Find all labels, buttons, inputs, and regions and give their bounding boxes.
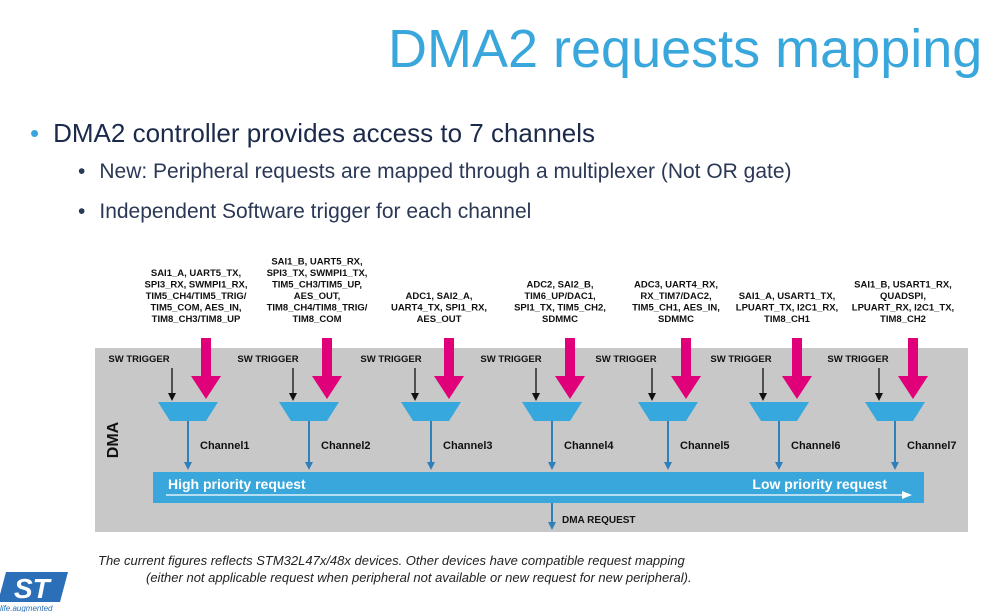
channel2-label: Channel2 [321, 440, 371, 452]
channel7-request-line: SAI1_B, USART1_RX, [854, 280, 952, 291]
channel5-request-line: TIM5_CH1, AES_IN, [632, 303, 720, 314]
st-logo-shape [0, 572, 68, 602]
channel7-request-arrow [898, 338, 928, 399]
channel5-label: Channel5 [680, 440, 730, 452]
dma-side-label: DMA [105, 421, 122, 458]
channel4-sw-trigger-arrowhead [532, 393, 540, 401]
bullet-main: • DMA2 controller provides access to 7 ch… [30, 118, 595, 149]
channel7-mux [865, 402, 925, 421]
channel1-request-line: SPI3_RX, SWMPI1_RX, [145, 280, 248, 291]
channel5-request-line: RX_TIM7/DAC2, [640, 291, 711, 302]
channel1-request-line: TIM5_CH4/TIM5_TRIG/ [146, 291, 247, 302]
channel3-sw-trigger-arrowhead [411, 393, 419, 401]
page-title: DMA2 requests mapping [388, 19, 983, 79]
channel1-label: Channel1 [200, 440, 250, 452]
channel4-sw-trigger-label: SW TRIGGER [480, 354, 541, 365]
bullet-sub-2-text: Independent Software trigger for each ch… [99, 200, 532, 223]
channel4-request-line: TIM6_UP/DAC1, [524, 291, 595, 302]
channel7-request-line: QUADSPI, [880, 291, 926, 302]
channel6-sw-trigger-arrowhead [759, 393, 767, 401]
high-priority-label: High priority request [168, 476, 306, 492]
footnote-line-1: The current figures reflects STM32L47x/4… [98, 553, 685, 568]
channel4-mux [522, 402, 582, 421]
channel7-request-line: TIM8_CH2 [880, 314, 926, 325]
channel3-label: Channel3 [443, 440, 493, 452]
st-logo: ST life.augmented [0, 572, 68, 612]
channel3-request-line: ADC1, SAI2_A, [405, 291, 472, 302]
channel2-request-line: TIM8_CH4/TIM8_TRIG/ [267, 303, 368, 314]
channel7-label: Channel7 [907, 440, 957, 452]
channel6-request-arrow [782, 338, 812, 399]
channel4-label: Channel4 [564, 440, 614, 452]
channel6-mux [749, 402, 809, 421]
channel3-request-line: AES_OUT [417, 314, 462, 325]
channel1-sw-trigger-arrowhead [168, 393, 176, 401]
channel5-sw-trigger-arrowhead [648, 393, 656, 401]
channel4-output-arrowhead [548, 462, 556, 470]
channel2-mux [279, 402, 339, 421]
channel5-request-arrow [671, 338, 701, 399]
channel3-output-arrowhead [427, 462, 435, 470]
channel3-mux [401, 402, 461, 421]
channel2-request-line: AES_OUT, [294, 291, 340, 302]
channel2-request-line: SAI1_B, UART5_RX, [271, 257, 362, 268]
channel5-output-arrowhead [664, 462, 672, 470]
channel5-request-line: SDMMC [658, 314, 694, 325]
bullet-main-text: DMA2 controller provides access to 7 cha… [53, 118, 596, 148]
channel1-request-arrow [191, 338, 221, 399]
channel4-request-line: SPI1_TX, TIM5_CH2, [514, 303, 606, 314]
channel1-output-arrowhead [184, 462, 192, 470]
bullet-sub-1: • New: Peripheral requests are mapped thr… [78, 160, 792, 184]
channel6-sw-trigger-label: SW TRIGGER [710, 354, 771, 365]
channel2-output-arrowhead [305, 462, 313, 470]
channel1-request-line: SAI1_A, UART5_TX, [151, 268, 241, 279]
channel3-request-line: UART4_TX, SPI1_RX, [391, 303, 487, 314]
st-logo-text: ST [14, 573, 53, 604]
channel7-sw-trigger-arrowhead [875, 393, 883, 401]
footnote: The current figures reflects STM32L47x/4… [98, 552, 758, 586]
bullet-sub-1-text: New: Peripheral requests are mapped thro… [99, 160, 792, 183]
bullet-dot: • [30, 118, 40, 148]
channel1-mux [158, 402, 218, 421]
channel7-sw-trigger-label: SW TRIGGER [827, 354, 888, 365]
channel6-request-line: SAI1_A, USART1_TX, [739, 291, 836, 302]
channels-group: SAI1_A, UART5_TX,SPI3_RX, SWMPI1_RX,TIM5… [108, 257, 957, 470]
bullet-sub-2: • Independent Software trigger for each c… [78, 200, 531, 224]
channel5-sw-trigger-label: SW TRIGGER [595, 354, 656, 365]
channel2-request-line: TIM5_CH3/TIM5_UP, [272, 280, 362, 291]
channel5-request-line: ADC3, UART4_RX, [634, 280, 718, 291]
channel6-request-line: TIM8_CH1 [764, 314, 811, 325]
dma-request-label: DMA REQUEST [562, 515, 636, 526]
channel3-sw-trigger-label: SW TRIGGER [360, 354, 421, 365]
dma-request-arrowhead [548, 522, 556, 530]
channel7-output-arrowhead [891, 462, 899, 470]
channel1-request-line: TIM5_COM, AES_IN, [151, 303, 242, 314]
channel6-label: Channel6 [791, 440, 841, 452]
channel6-request-line: LPUART_TX, I2C1_RX, [736, 303, 838, 314]
channel3-request-arrow [434, 338, 464, 399]
channel2-sw-trigger-label: SW TRIGGER [237, 354, 298, 365]
channel1-sw-trigger-label: SW TRIGGER [108, 354, 169, 365]
channel7-request-line: LPUART_RX, I2C1_TX, [852, 303, 954, 314]
st-logo-tagline: life.augmented [0, 604, 53, 612]
priority-bar [153, 472, 924, 503]
channel1-request-line: TIM8_CH3/TIM8_UP [152, 314, 241, 325]
channel4-request-line: SDMMC [542, 314, 578, 325]
channel4-request-arrow [555, 338, 585, 399]
channel2-request-arrow [312, 338, 342, 399]
footnote-line-2: (either not applicable request when peri… [146, 570, 692, 585]
channel4-request-line: ADC2, SAI2_B, [526, 280, 593, 291]
channel6-output-arrowhead [775, 462, 783, 470]
low-priority-label: Low priority request [752, 476, 887, 492]
bullet-dot: • [78, 160, 86, 183]
priority-arrow-head [902, 491, 912, 499]
channel2-sw-trigger-arrowhead [289, 393, 297, 401]
channel5-mux [638, 402, 698, 421]
bullet-dot: • [78, 200, 86, 223]
channel2-request-line: TIM8_COM [292, 314, 341, 325]
channel2-request-line: SPI3_TX, SWMPI1_TX, [267, 268, 368, 279]
